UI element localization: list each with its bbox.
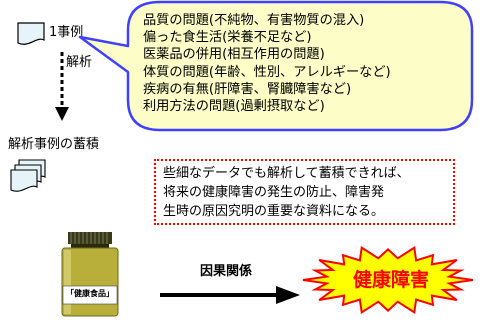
analysis-arrow bbox=[55, 52, 69, 121]
callout-line-constitution: 体質の問題(年齢、性別、アレルギーなど) bbox=[143, 64, 391, 80]
callout-line-medication: 医薬品の併用(相互作用の問題) bbox=[143, 47, 325, 63]
stacked-documents-icon bbox=[10, 159, 46, 192]
causality-arrow bbox=[160, 286, 300, 304]
analysis-label: 解析 bbox=[66, 55, 93, 70]
document-icon bbox=[17, 22, 45, 45]
note-line-1: 些細なデータでも解析して蓄積できれば、 bbox=[163, 166, 410, 181]
note-box: 些細なデータでも解析して蓄積できれば、 将来の健康障害の発生の防止、障害発 生時… bbox=[154, 159, 455, 225]
callout-line-diet: 偏った食生活(栄養不足など) bbox=[143, 30, 312, 46]
callout-text: 品質の問題(不純物、有害物質の混入) 偏った食生活(栄養不足など) 医薬品の併用… bbox=[143, 12, 391, 115]
callout-line-usage: 利用方法の問題(過剰摂取など) bbox=[143, 99, 325, 115]
callout-bubble bbox=[78, 0, 474, 132]
callout-line-quality: 品質の問題(不純物、有害物質の混入) bbox=[143, 13, 365, 28]
callout-line-disease: 疾病の有無(肝障害、腎臓障害など) bbox=[143, 81, 352, 97]
accumulation-label: 解析事例の蓄積 bbox=[8, 137, 100, 152]
health-damage-burst bbox=[302, 246, 474, 314]
supplement-bottle-icon bbox=[61, 232, 119, 317]
note-line-2: 将来の健康障害の発生の防止、障害発 bbox=[163, 185, 385, 200]
causality-label: 因果関係 bbox=[200, 264, 253, 279]
burst-label: 健康障害 bbox=[352, 269, 429, 291]
note-line-3: 生時の原因究明の重要な資料になる。 bbox=[163, 204, 385, 219]
bottle-label: 「健康食品」 bbox=[66, 289, 114, 298]
case-label: 1事例 bbox=[49, 25, 84, 40]
